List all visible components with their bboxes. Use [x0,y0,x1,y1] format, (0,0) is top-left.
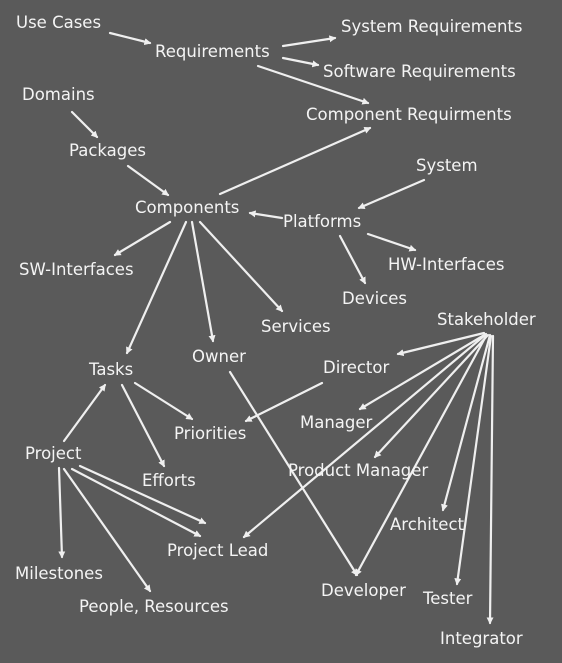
node-architect: Architect [390,515,464,534]
arrow-requirements-sysreq [281,35,337,48]
node-tester: Tester [423,589,473,608]
node-priorities: Priorities [174,424,247,443]
arrow-project-projlead-lower [70,467,202,538]
node-efforts: Efforts [142,471,196,490]
node-milestones: Milestones [15,564,103,583]
node-tasks: Tasks [89,360,134,379]
arrow-packages-components [126,164,170,197]
arrow-stakeholder-architect [441,333,492,512]
node-component-requirements: Component Requirments [306,105,512,124]
node-sw-interfaces: SW-Interfaces [19,260,134,279]
node-owner: Owner [192,347,246,366]
node-domains: Domains [22,85,95,104]
arrow-director-priorities [244,381,324,423]
node-manager: Manager [300,413,373,432]
node-use-cases: Use Cases [16,13,102,32]
arrow-components-compreq [218,126,372,196]
arrow-domains-packages [70,110,99,139]
node-platforms: Platforms [283,212,362,231]
node-director: Director [323,358,390,377]
arrow-requirements-swreq [281,56,320,68]
arrow-requirements-compreq [256,64,370,105]
node-stakeholder: Stakeholder [437,310,536,329]
node-system: System [416,156,478,175]
arrow-project-projlead-upper [78,464,207,525]
node-hw-interfaces: HW-Interfaces [388,255,505,274]
arrow-tasks-priorities [133,381,194,421]
node-people-resources: People, Resources [79,597,229,616]
arrow-project-tasks [62,383,107,443]
arrow-stakeholder-prodmgr [373,333,490,459]
node-product-manager: Product Manager [288,461,429,480]
arrow-platforms-components [248,210,284,220]
node-packages: Packages [69,141,146,160]
arrow-stakeholder-integrator [486,334,495,625]
node-project-lead: Project Lead [167,541,269,560]
node-components: Components [135,198,240,217]
arrow-stakeholder-projlead [242,334,486,539]
arrow-project-people [62,467,152,593]
arrow-platforms-hwif [366,232,417,252]
arrow-project-milestones [57,466,66,559]
arrow-stakeholder-director [396,331,486,357]
arrow-components-tasks [125,220,188,355]
arrow-usecases-requirements [108,31,152,46]
node-software-requirements: Software Requirements [323,62,516,81]
node-developer: Developer [321,581,406,600]
node-devices: Devices [342,289,408,308]
node-system-requirements: System Requirements [341,17,523,36]
arrow-stakeholder-manager [358,332,488,411]
arrow-components-owner [190,220,216,343]
arrow-stakeholder-tester [454,334,493,586]
arrow-stakeholder-developer [354,334,488,577]
arrow-components-swif [113,220,172,257]
node-project: Project [25,444,82,463]
arrow-platforms-devices [338,234,367,285]
node-requirements: Requirements [155,42,270,61]
arrow-system-platforms [357,178,426,210]
node-integrator: Integrator [440,629,523,648]
arrow-components-services [198,220,284,313]
arrow-owner-developer [228,370,359,577]
node-services: Services [261,317,331,336]
arrow-tasks-efforts [120,383,166,468]
